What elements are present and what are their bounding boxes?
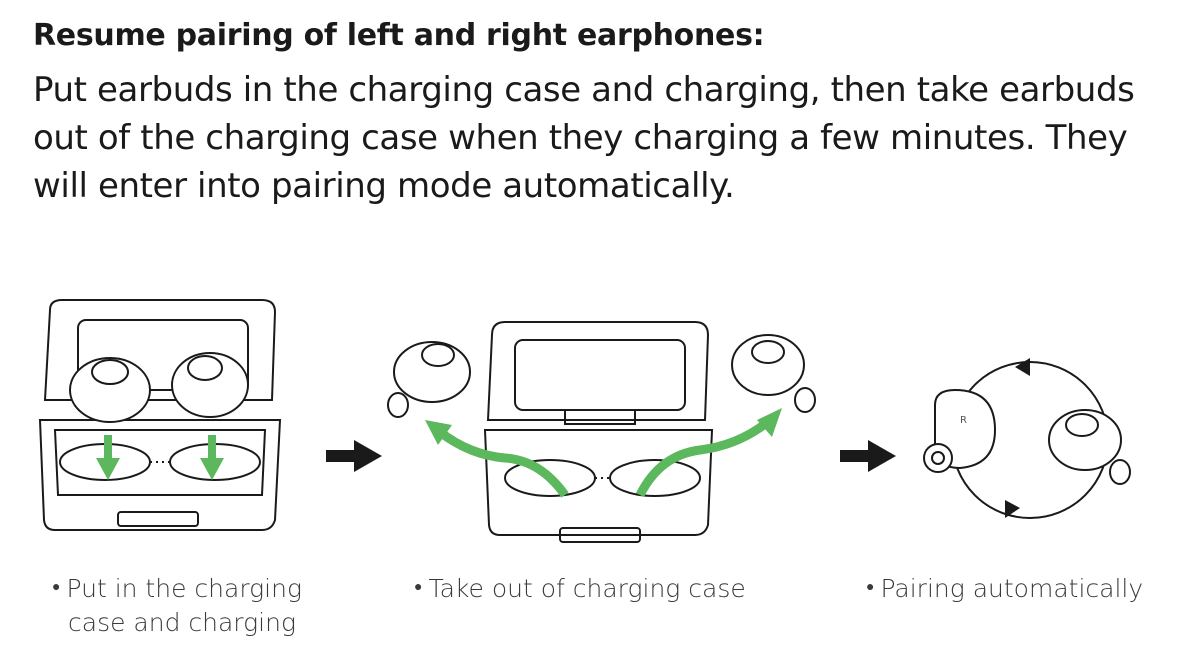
pairing-cycle-illustration [923,358,1131,519]
down-arrow-icon [96,435,224,480]
arrowhead-icon [425,408,782,445]
caption-line: Pairing automatically [880,574,1144,603]
charging-case-illustration-1 [38,299,282,531]
caption-line: Put in the charging [66,574,302,603]
instruction-line: will enter into pairing mode automatical… [33,166,735,206]
instruction-line: Put earbuds in the charging case and cha… [33,70,1135,110]
caption-line: case and charging [68,608,296,637]
section-heading: Resume pairing of left and right earphon… [33,18,765,53]
earbud-side-label: R [960,415,967,426]
right-arrow-icon [326,440,382,472]
caption-line: Take out of charging case [428,574,746,603]
right-arrow-icon [840,440,896,472]
step-caption-2: ● Take out of charging case [414,570,746,606]
step-caption-3: ● Pairing automatically [866,570,1143,606]
bullet-icon: ● [866,579,875,595]
charging-case-illustration-2 [387,321,816,543]
bullet-icon: ● [414,579,423,595]
instructions-text: Put earbuds in the charging case and cha… [33,66,1173,210]
take-out-arrow-icon [437,416,773,498]
bullet-icon: ● [52,579,61,595]
step-caption-1: ● Put in the charging case and charging [52,570,302,640]
instruction-line: out of the charging case when they charg… [33,118,1128,158]
